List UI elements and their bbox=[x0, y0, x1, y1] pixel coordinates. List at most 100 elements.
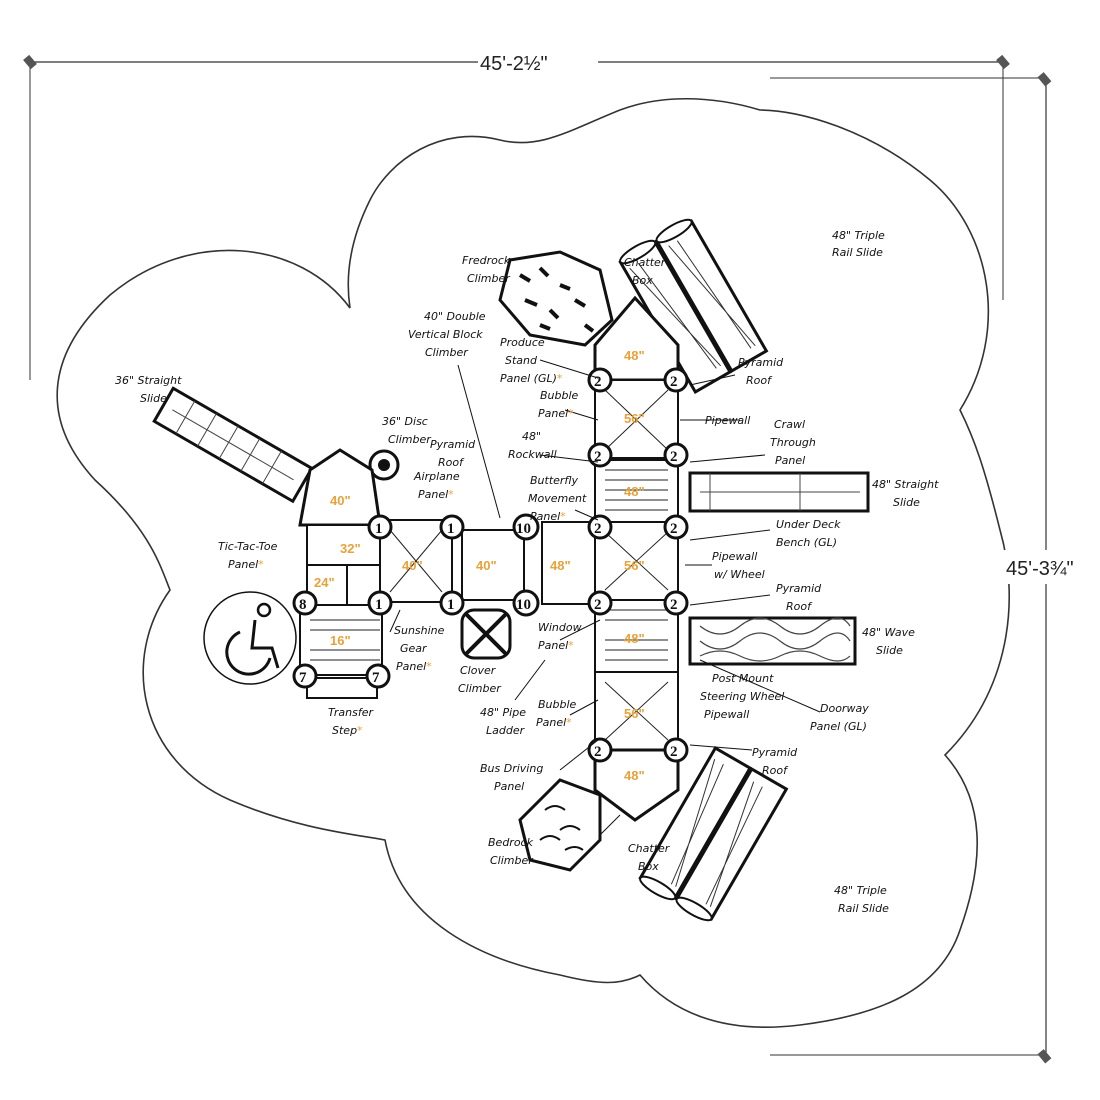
height-dimension: 45'-3¾" bbox=[770, 72, 1099, 1064]
post-marker: 1 bbox=[439, 590, 465, 616]
post-marker: 8 bbox=[292, 590, 318, 616]
deck-height-label: 32" bbox=[340, 541, 361, 556]
svg-text:2: 2 bbox=[594, 744, 602, 760]
leader-lines bbox=[389, 359, 821, 836]
svg-text:2: 2 bbox=[670, 449, 678, 465]
post-marker: 2 bbox=[587, 367, 613, 393]
svg-text:1: 1 bbox=[447, 597, 455, 613]
svg-text:2: 2 bbox=[670, 597, 678, 613]
svg-text:2: 2 bbox=[594, 521, 602, 537]
deck-height-label: 56" bbox=[624, 411, 645, 426]
svg-text:7: 7 bbox=[299, 670, 307, 686]
deck-height-label: 48" bbox=[550, 558, 571, 573]
deck-height-label: 56" bbox=[624, 706, 645, 721]
post-marker: 2 bbox=[663, 367, 689, 393]
clover-climber bbox=[460, 608, 512, 660]
deck-height-label: 48" bbox=[624, 768, 645, 783]
svg-text:7: 7 bbox=[372, 670, 380, 686]
deck-hatching bbox=[310, 389, 669, 741]
post-marker: 2 bbox=[587, 442, 613, 468]
straight-slide-36 bbox=[152, 386, 314, 504]
svg-text:2: 2 bbox=[594, 597, 602, 613]
svg-text:2: 2 bbox=[670, 374, 678, 390]
deck-height-label: 48" bbox=[624, 348, 645, 363]
svg-text:10: 10 bbox=[516, 521, 531, 537]
svg-text:2: 2 bbox=[594, 374, 602, 390]
post-marker: 7 bbox=[365, 663, 391, 689]
width-dimension: 45'-2½" bbox=[23, 48, 1010, 380]
deck-height-label: 40" bbox=[330, 493, 351, 508]
svg-text:1: 1 bbox=[447, 521, 455, 537]
svg-text:2: 2 bbox=[670, 521, 678, 537]
post-marker: 2 bbox=[663, 442, 689, 468]
safety-zone-outline bbox=[56, 98, 1010, 1029]
deck-height-labels: 48" 56" 48" 40" 32" 24" 16" 40" 40" 48" … bbox=[314, 348, 645, 783]
post-marker: 2 bbox=[663, 514, 689, 540]
fredrock-climber bbox=[498, 250, 614, 347]
deck-height-label: 40" bbox=[476, 558, 497, 573]
label-pipewall-2: Pipewall bbox=[704, 708, 749, 721]
svg-text:8: 8 bbox=[299, 597, 307, 613]
deck-height-label: 40" bbox=[402, 558, 423, 573]
post-marker: 2 bbox=[587, 737, 613, 763]
post-marker: 2 bbox=[663, 737, 689, 763]
deck-height-label: 16" bbox=[330, 633, 351, 648]
width-dimension-text: 45'-2½" bbox=[480, 53, 548, 75]
svg-text:10: 10 bbox=[516, 597, 531, 613]
svg-text:1: 1 bbox=[375, 521, 383, 537]
svg-text:1: 1 bbox=[375, 597, 383, 613]
posts: 2 2 2 2 2 2 2 2 2 2 1 1 1 1 10 10 8 7 7 bbox=[292, 367, 689, 763]
height-dimension-text: 45'-3¾" bbox=[1006, 558, 1074, 580]
post-marker: 10 bbox=[512, 589, 540, 617]
post-marker: 7 bbox=[292, 663, 318, 689]
svg-text:2: 2 bbox=[670, 744, 678, 760]
post-marker: 2 bbox=[587, 590, 613, 616]
disc-climber bbox=[368, 449, 400, 481]
deck-height-label: 48" bbox=[624, 484, 645, 499]
post-marker: 1 bbox=[367, 514, 393, 540]
label-rockwall: 48"Rockwall bbox=[508, 430, 557, 461]
svg-text:2: 2 bbox=[594, 449, 602, 465]
post-marker: 2 bbox=[663, 590, 689, 616]
deck-height-label: 24" bbox=[314, 575, 335, 590]
deck-height-label: 56" bbox=[624, 558, 645, 573]
straight-slide-48 bbox=[688, 471, 870, 513]
post-marker: 2 bbox=[587, 514, 613, 540]
post-marker: 1 bbox=[367, 590, 393, 616]
label-pipewall-1: Pipewall bbox=[705, 414, 750, 427]
post-marker: 1 bbox=[439, 514, 465, 540]
wave-slide-48 bbox=[688, 616, 857, 666]
triple-rail-slide-top bbox=[618, 218, 769, 395]
post-marker: 10 bbox=[512, 513, 540, 541]
triple-rail-slide-bottom bbox=[638, 745, 789, 922]
